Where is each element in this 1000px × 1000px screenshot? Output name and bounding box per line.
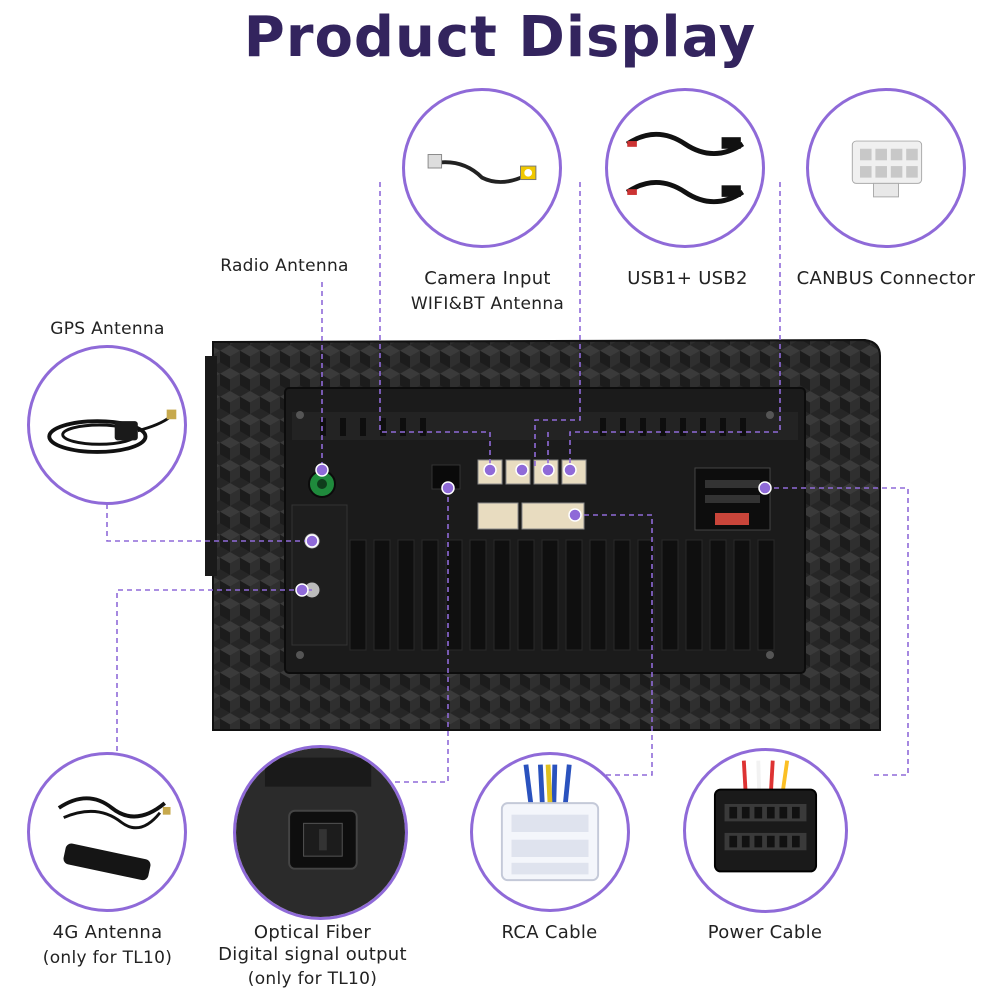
usb-circle — [605, 88, 765, 248]
optical-note: (only for TL10) — [247, 969, 378, 989]
usb-dot-2 — [541, 463, 555, 477]
canbus-connector-icon — [851, 140, 923, 198]
radio-antenna-label: Radio Antenna — [220, 256, 349, 276]
gps-antenna-label: GPS Antenna — [50, 319, 165, 339]
4g-antenna-note: (only for TL10) — [42, 948, 173, 968]
camera-input-label: Camera Input — [424, 268, 551, 289]
rca-connector-icon — [500, 764, 600, 882]
usb-cable-icon — [625, 132, 745, 204]
optical-dot — [441, 481, 455, 495]
usb-dot-1 — [515, 463, 529, 477]
canbus-dot — [563, 463, 577, 477]
power-cable-label: Power Cable — [707, 922, 823, 943]
gps-antenna-dot — [305, 534, 319, 548]
page-title: Product Display — [243, 5, 757, 70]
rca-cable-circle — [470, 752, 630, 912]
optical-fiber-label: Optical Fiber — [253, 922, 372, 943]
radio-antenna-dot — [315, 463, 329, 477]
gps-antenna-icon — [47, 409, 177, 454]
canbus-label: CANBUS Connector — [796, 268, 976, 289]
camera-cable-icon — [427, 154, 537, 184]
power-dot — [758, 481, 772, 495]
4g-antenna-label: 4G Antenna — [52, 922, 163, 943]
rca-dot — [568, 508, 582, 522]
camera-input-circle — [402, 88, 562, 248]
optical-port-icon — [236, 748, 405, 917]
wifi-bt-antenna-label: WIFI&BT Antenna — [410, 294, 565, 314]
rca-cable-label: RCA Cable — [501, 922, 598, 943]
4g-antenna-circle — [27, 752, 187, 912]
gps-antenna-circle — [27, 345, 187, 505]
camera-input-dot — [483, 463, 497, 477]
power-cable-circle — [683, 748, 848, 913]
canbus-circle — [806, 88, 966, 248]
power-connector-icon — [713, 760, 818, 873]
usb-label: USB1+ USB2 — [627, 268, 748, 289]
4g-antenna-dot — [295, 583, 309, 597]
optical-fiber-circle — [233, 745, 408, 920]
digital-output-label: Digital signal output — [218, 944, 407, 965]
4g-antenna-icon — [57, 796, 171, 881]
